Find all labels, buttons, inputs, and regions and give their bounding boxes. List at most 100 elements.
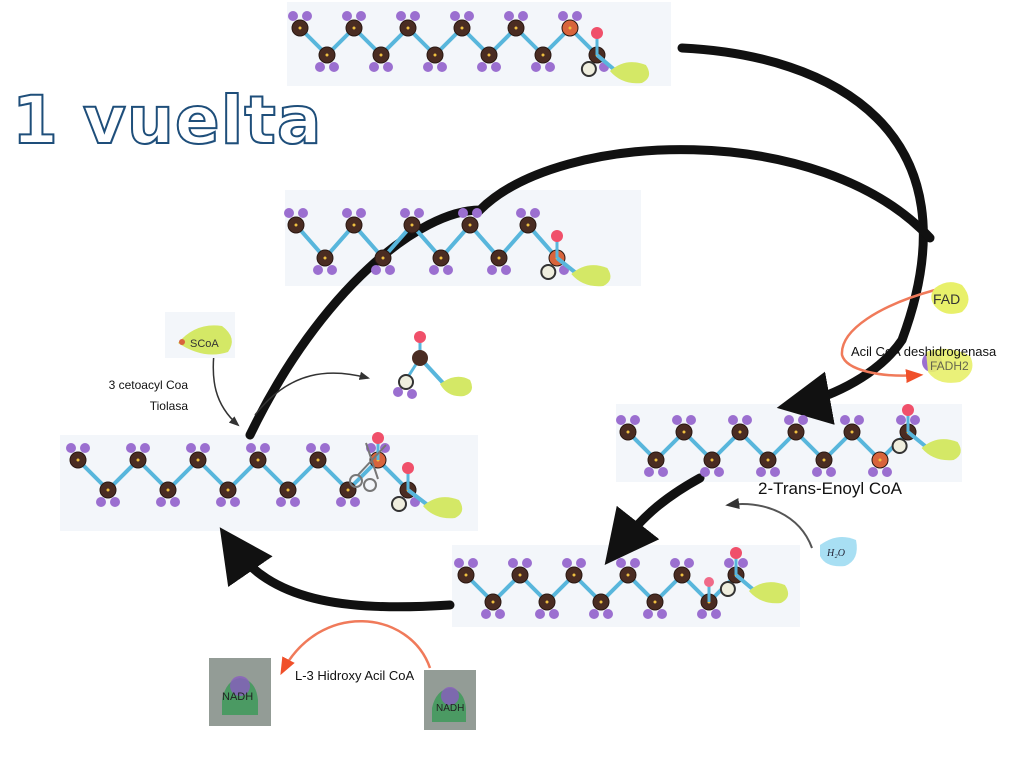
water-label: H₂O — [826, 548, 845, 559]
scoa-label: SCoA — [190, 338, 219, 350]
sulfur-atom — [398, 374, 414, 390]
acetyl-coa-molecule — [393, 331, 472, 399]
hydrogen-atom — [711, 609, 721, 619]
hydrogen-atom — [501, 265, 511, 275]
hydrogen-atom — [329, 62, 339, 72]
nad-reduction-arrow — [280, 620, 432, 676]
atom-highlight — [487, 53, 491, 57]
hydrogen-atom — [356, 11, 366, 21]
atom-highlight — [545, 600, 549, 604]
thiolase-line1: 3 cetoacyl Coa — [109, 378, 189, 392]
hydrogen-atom — [728, 415, 738, 425]
water-drop — [820, 536, 857, 567]
sulfur-atom — [580, 61, 597, 77]
hydrogen-atom — [437, 62, 447, 72]
hydrogen-atom — [260, 443, 270, 453]
nadh-left-dot — [230, 676, 250, 696]
atom-highlight — [106, 488, 110, 492]
hydrogen-atom — [400, 208, 410, 218]
hydrogen-atom — [504, 11, 514, 21]
atom-highlight — [491, 600, 495, 604]
hydrogen-atom — [572, 11, 582, 21]
hydrogen-atom — [472, 208, 482, 218]
atom-highlight — [166, 488, 170, 492]
atom-highlight — [738, 430, 742, 434]
thiolase-line2: Tiolasa — [150, 399, 189, 413]
atom-highlight — [439, 256, 443, 260]
atom-highlight — [352, 223, 356, 227]
fad-badge — [931, 282, 969, 314]
page-title: 1 vuelta — [11, 81, 323, 160]
hydrogen-atom — [896, 415, 906, 425]
atom-highlight — [822, 458, 826, 462]
hydrogen-atom — [66, 443, 76, 453]
fadh2-label: FADH2 — [930, 359, 969, 373]
ketoacyl-coa-molecule — [66, 432, 463, 519]
atom-highlight — [286, 488, 290, 492]
cycle-arrow-return — [245, 145, 935, 440]
hydrogen-atom — [302, 11, 312, 21]
nadh-right-dot — [441, 687, 459, 705]
hydrogen-atom — [313, 265, 323, 275]
hydrogen-atom — [336, 497, 346, 507]
coa-group — [440, 376, 472, 397]
hydrogen-atom — [393, 387, 403, 397]
atom-highlight — [497, 256, 501, 260]
hydrogen-atom — [882, 467, 892, 477]
hydrogen-atom — [315, 62, 325, 72]
atom-highlight — [572, 573, 576, 577]
hydrogen-atom — [407, 389, 417, 399]
trans-enoyl-label: 2-Trans-Enoyl CoA — [758, 479, 903, 498]
fad-label: FAD — [933, 291, 960, 307]
hydrogen-atom — [298, 208, 308, 218]
hydrogen-atom — [603, 609, 613, 619]
acyl-coa-molecule-shortened — [284, 208, 611, 287]
hydrogen-atom — [126, 443, 136, 453]
hydrogen-atom — [714, 467, 724, 477]
hydrogen-atom — [616, 558, 626, 568]
oxygen-atom — [551, 230, 563, 242]
coa-group — [921, 439, 961, 461]
atom-highlight — [710, 458, 714, 462]
enzyme-dehydrogenase-label: Acil CoA deshidrogenasa — [851, 344, 997, 359]
coa-group — [609, 62, 650, 84]
atom-highlight — [460, 26, 464, 30]
atom-highlight — [136, 458, 140, 462]
atom-highlight — [298, 26, 302, 30]
hydrogen-atom — [383, 62, 393, 72]
hydrogen-atom — [216, 497, 226, 507]
hydrogen-atom — [644, 467, 654, 477]
hydrogen-atom — [369, 62, 379, 72]
oxygen-atom — [402, 462, 414, 474]
hydrogen-atom — [530, 208, 540, 218]
atom-highlight — [626, 430, 630, 434]
hydrogen-atom — [350, 497, 360, 507]
atom-highlight — [256, 458, 260, 462]
atom-highlight — [682, 430, 686, 434]
atom-highlight — [196, 458, 200, 462]
hydrogen-atom — [468, 558, 478, 568]
hydrogen-atom — [491, 62, 501, 72]
hydrogen-atom — [96, 497, 106, 507]
atom-highlight — [766, 458, 770, 462]
hydrogen-atom — [80, 443, 90, 453]
hydrogen-atom — [686, 415, 696, 425]
hydrogen-atom — [535, 609, 545, 619]
hydrogen-atom — [454, 558, 464, 568]
atom-highlight — [323, 256, 327, 260]
hydroxyacyl-coa-molecule — [454, 547, 789, 619]
hydrogen-atom — [562, 558, 572, 568]
hydrogen-atom — [670, 558, 680, 568]
hydrogen-atom — [756, 467, 766, 477]
hydrogen-atom — [910, 415, 920, 425]
hydrogen-atom — [742, 415, 752, 425]
hydrogen-atom — [784, 415, 794, 425]
hydrogen-atom — [658, 467, 668, 477]
fad-reduction-arrow — [840, 288, 936, 384]
hydrogen-atom — [306, 443, 316, 453]
atom-highlight — [599, 600, 603, 604]
thioester-bond — [906, 430, 929, 450]
hydrogen-atom — [630, 415, 640, 425]
acetyl-release-arrow — [254, 371, 371, 416]
